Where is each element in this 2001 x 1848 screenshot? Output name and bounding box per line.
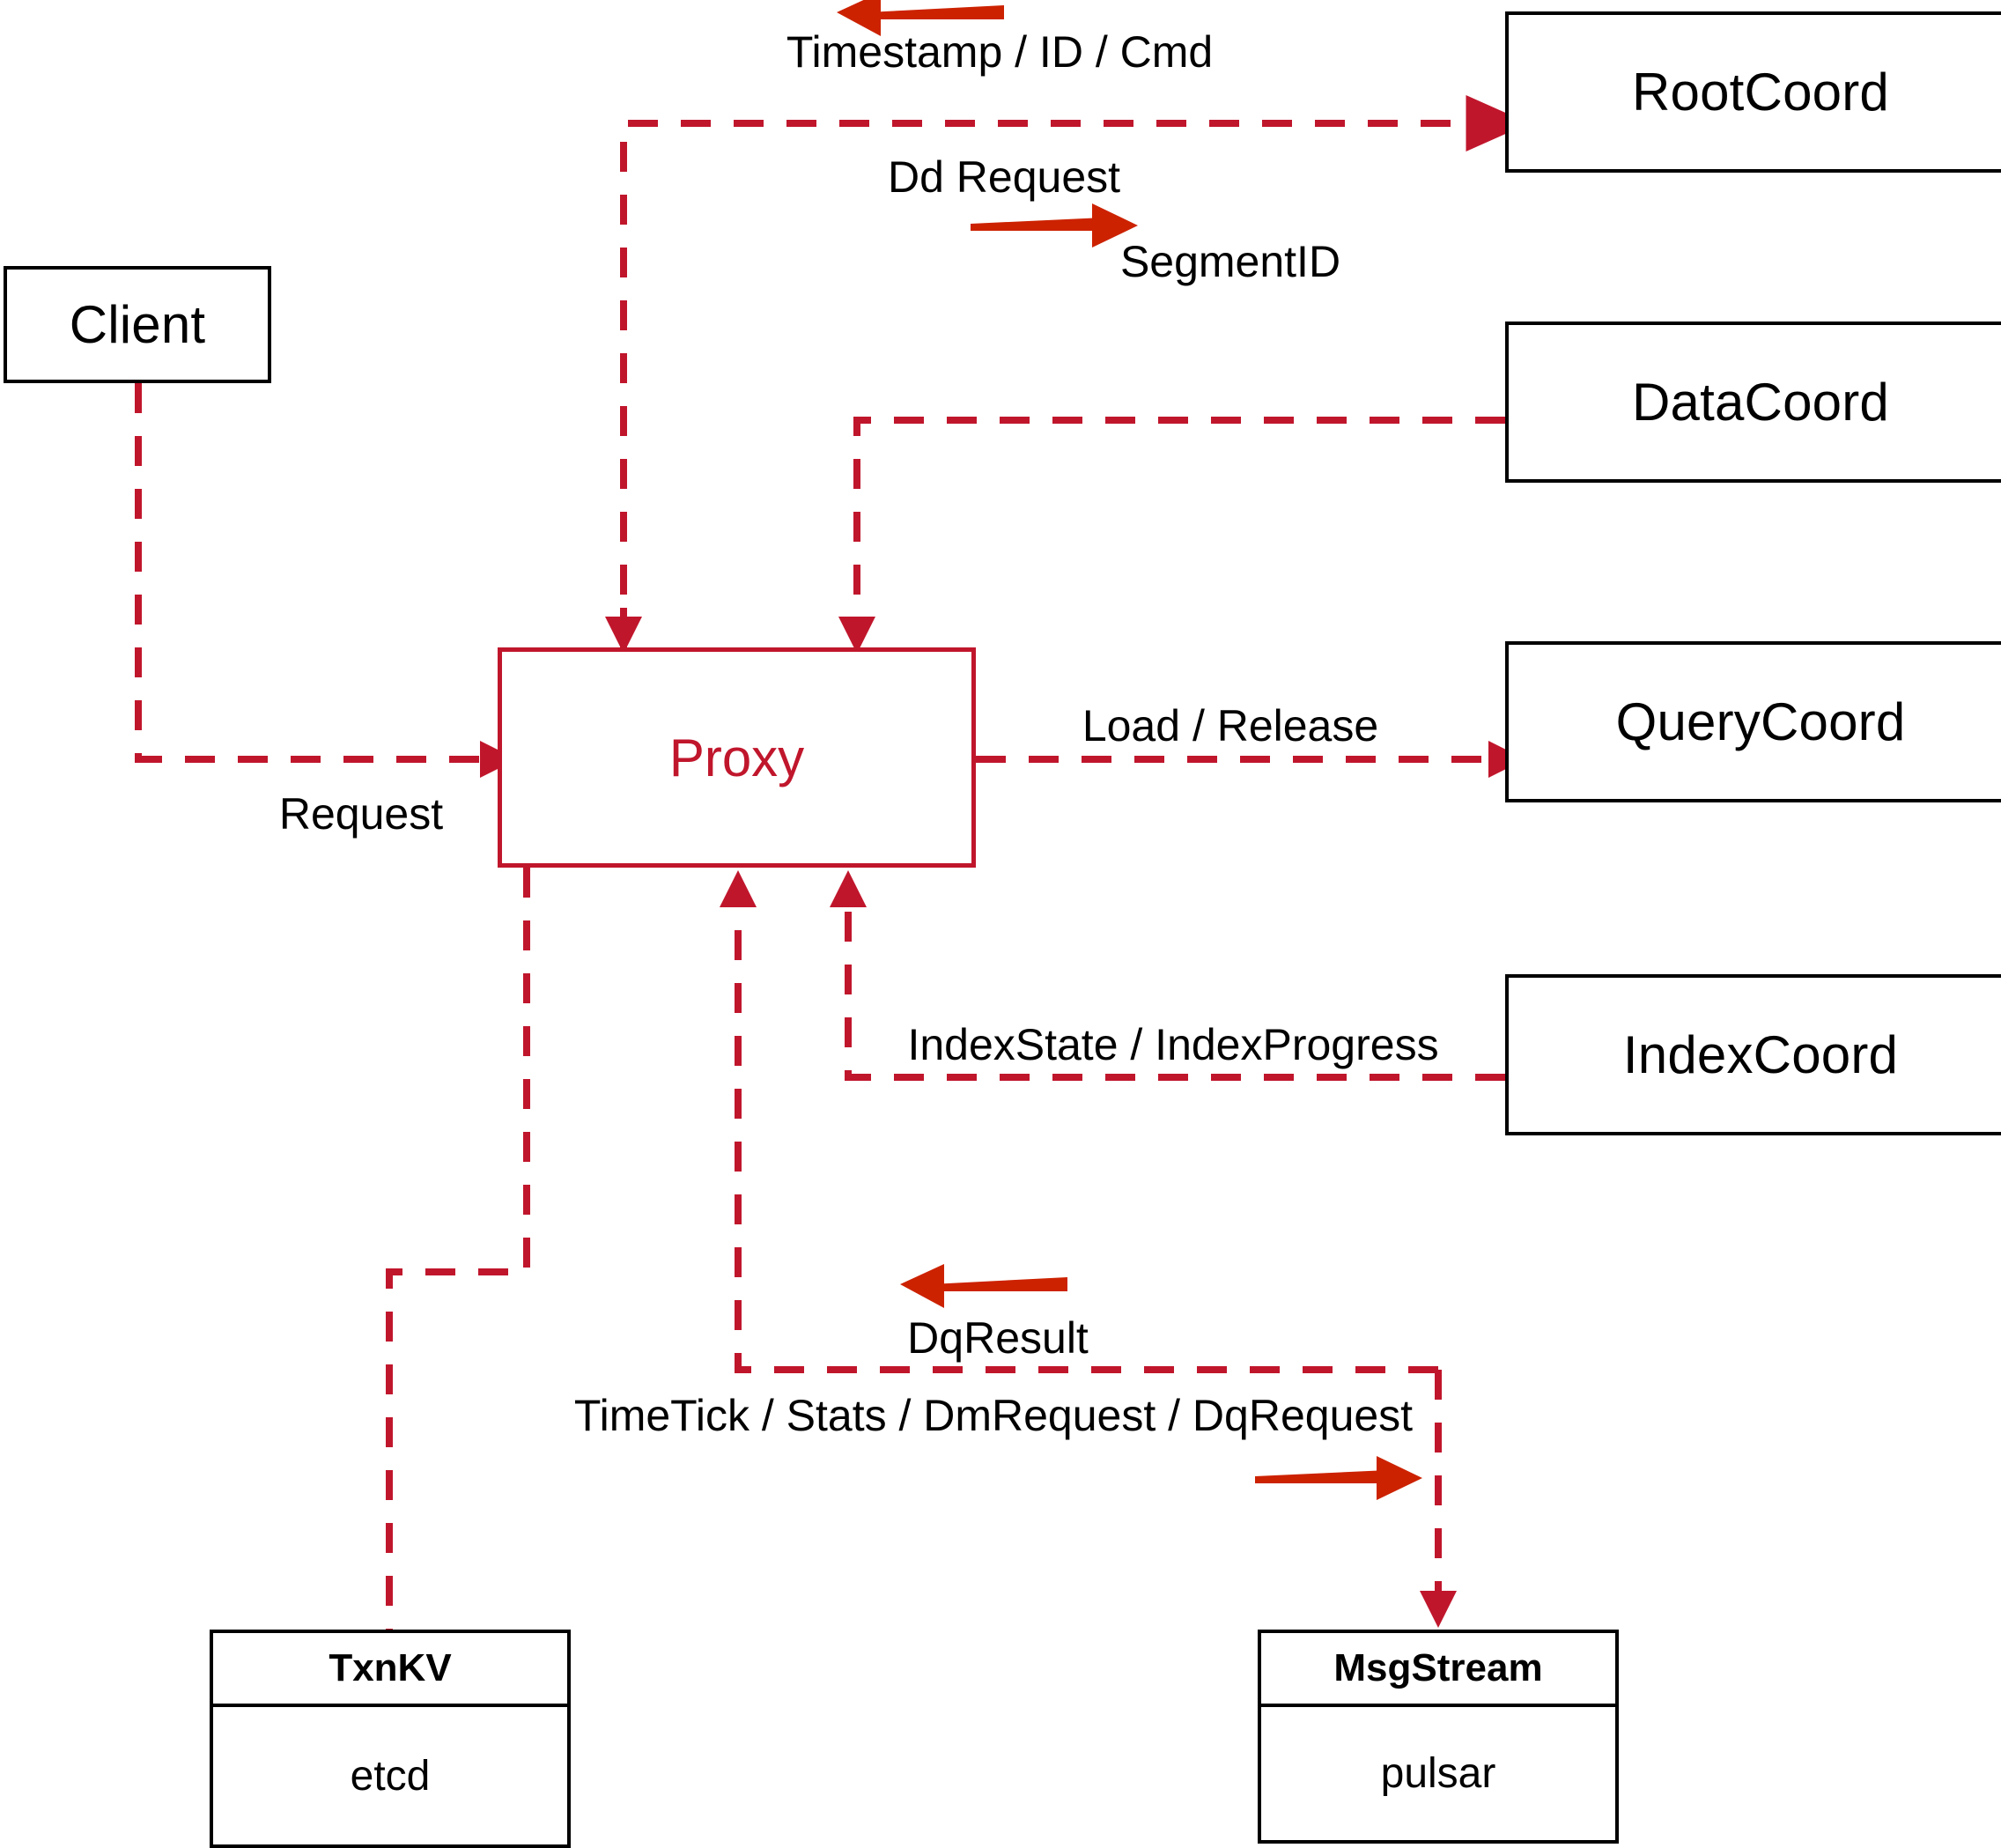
node-querycoord-label: QueryCoord <box>1615 692 1906 751</box>
node-indexcoord-label: IndexCoord <box>1622 1025 1899 1084</box>
edge-msgstream-to-proxy <box>720 870 1438 1373</box>
node-rootcoord[interactable]: RootCoord <box>1505 11 2001 173</box>
edge-label-index-state: IndexState / IndexProgress <box>907 1020 1439 1069</box>
edge-datacoord-to-proxy <box>838 417 1505 654</box>
store-txnkv-header-label: TxnKV <box>329 1646 452 1689</box>
store-msgstream-header-label: MsgStream <box>1333 1646 1543 1689</box>
node-client[interactable]: Client <box>4 266 271 383</box>
edge-label-dd-request: Dd Request <box>887 152 1121 202</box>
node-rootcoord-label: RootCoord <box>1632 63 1889 122</box>
store-txnkv-body: etcd <box>213 1707 567 1844</box>
store-msgstream[interactable]: MsgStream pulsar <box>1258 1630 1619 1844</box>
node-datacoord[interactable]: DataCoord <box>1505 322 2001 483</box>
store-msgstream-body: pulsar <box>1261 1707 1615 1840</box>
edge-indexcoord-to-proxy <box>830 870 1505 1081</box>
store-txnkv-body-label: etcd <box>350 1752 431 1800</box>
direction-arrow-left-icon-dqresult <box>900 1264 1067 1308</box>
store-msgstream-body-label: pulsar <box>1380 1750 1496 1797</box>
edge-label-load-release: Load / Release <box>1082 701 1379 750</box>
store-msgstream-header: MsgStream <box>1261 1633 1615 1707</box>
edge-label-segment-id: SegmentID <box>1119 237 1341 286</box>
store-txnkv-header: TxnKV <box>213 1633 567 1707</box>
store-txnkv[interactable]: TxnKV etcd <box>210 1630 571 1848</box>
edge-proxy-to-msgstream <box>1420 1370 1457 1628</box>
node-querycoord[interactable]: QueryCoord <box>1505 641 2001 802</box>
edge-label-timestamp-id-cmd: Timestamp / ID / Cmd <box>786 27 1214 77</box>
node-client-label: Client <box>69 295 206 354</box>
edge-label-request: Request <box>278 789 444 839</box>
node-indexcoord[interactable]: IndexCoord <box>1505 974 2001 1135</box>
direction-arrow-left-icon-timestamp <box>837 0 1004 36</box>
edge-label-msgstream-topics: TimeTick / Stats / DmRequest / DqRequest <box>573 1391 1414 1440</box>
direction-arrow-right-icon-msgstream <box>1255 1456 1422 1500</box>
edge-label-dq-result: DqResult <box>907 1313 1089 1363</box>
node-datacoord-label: DataCoord <box>1632 373 1889 432</box>
node-proxy[interactable]: Proxy <box>498 647 976 868</box>
node-proxy-label: Proxy <box>668 728 805 787</box>
direction-arrow-right-icon-ddrequest <box>971 203 1138 248</box>
edge-proxy-to-rootcoord <box>605 95 1530 654</box>
